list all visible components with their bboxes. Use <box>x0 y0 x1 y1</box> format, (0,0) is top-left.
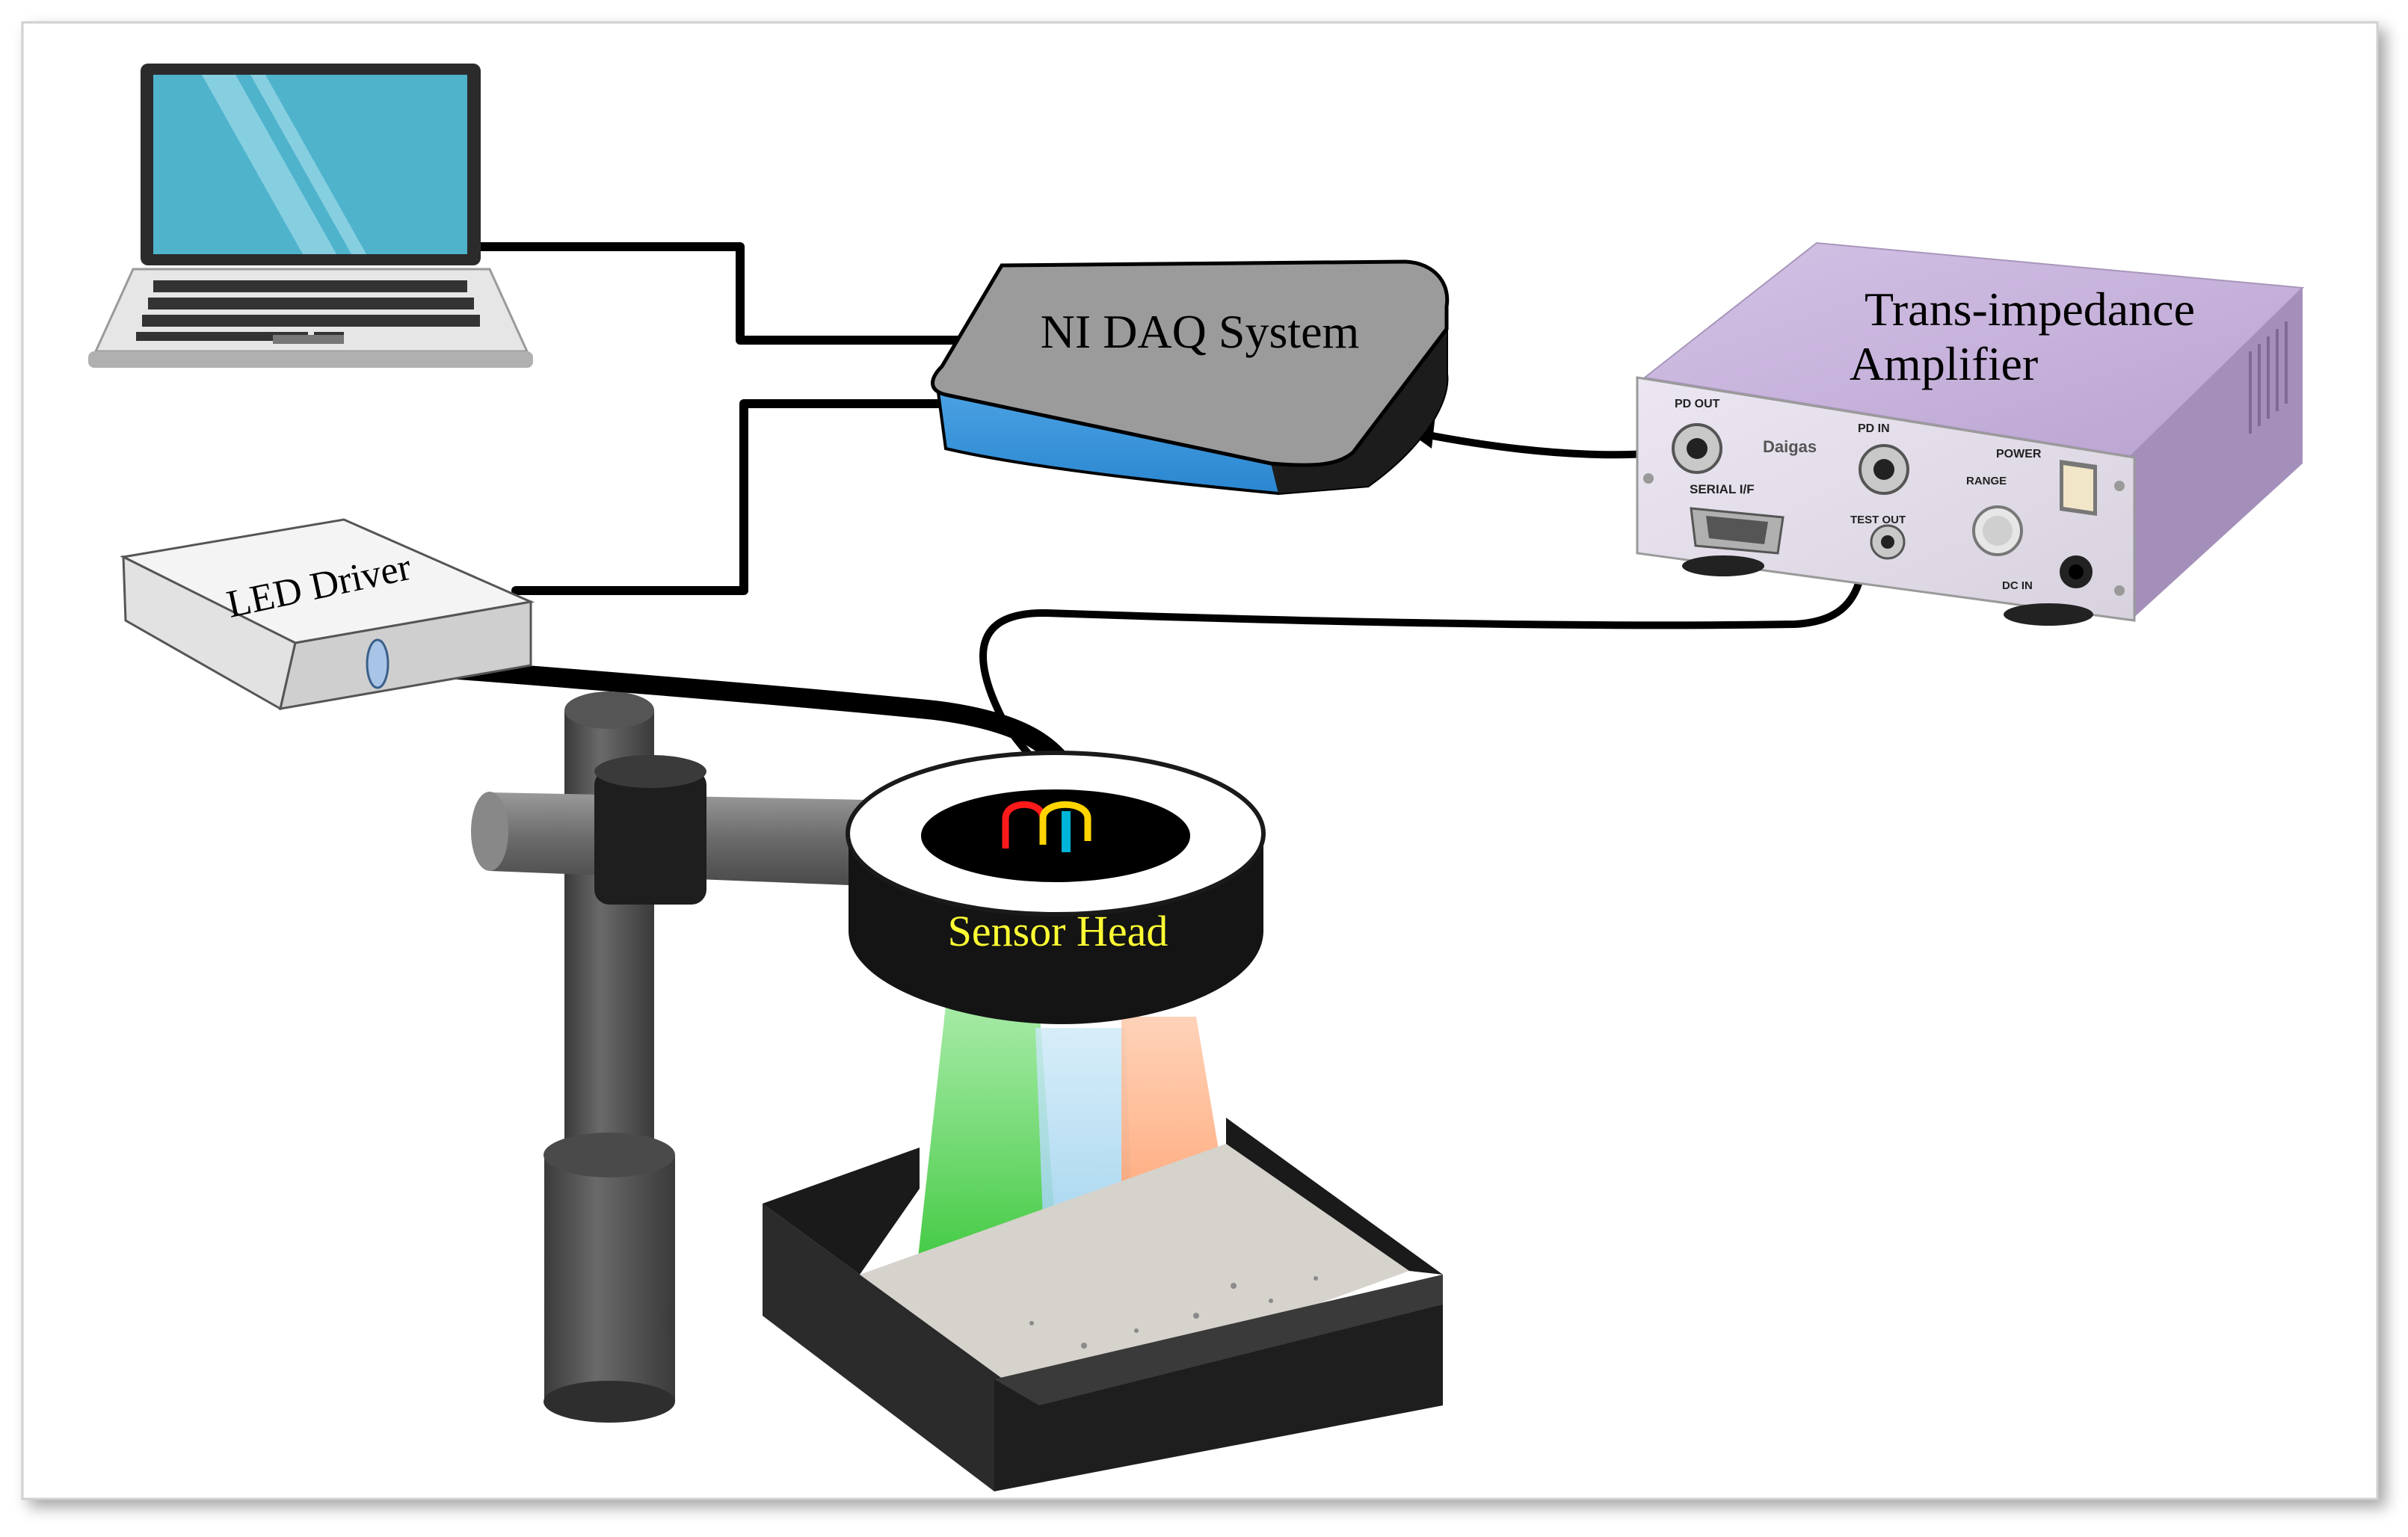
tia-label-line1: Trans-impedance <box>1864 283 2195 336</box>
panel-brand: Daigas <box>1763 437 1817 456</box>
panel-test-out: TEST OUT <box>1850 514 1906 526</box>
laptop-base-edge <box>88 351 533 368</box>
nidaq-label: NI DAQ System <box>1041 305 1360 358</box>
led-driver-port <box>366 638 389 689</box>
stand-pole-top <box>564 692 654 729</box>
panel-pd-in: PD IN <box>1858 422 1890 435</box>
stand-clamp-top <box>594 755 706 788</box>
sensor-head: Sensor Head <box>846 751 1266 1024</box>
laptop-trackpad <box>273 335 344 344</box>
panel-pd-out: PD OUT <box>1675 398 1720 410</box>
panel-serial: SERIAL I/F <box>1690 482 1755 496</box>
led-driver-box: LED Driver <box>120 518 535 711</box>
led-fiber-cable <box>390 656 1086 798</box>
tray-floor <box>860 1144 1409 1405</box>
cables <box>390 242 1869 798</box>
tia-foot-right <box>2004 603 2093 626</box>
panel-dc-in: DC IN <box>2002 579 2033 592</box>
laptop <box>88 64 533 368</box>
tray-front-rim <box>994 1275 1443 1405</box>
screw <box>2114 585 2125 596</box>
laptop-screen-glare <box>202 75 336 254</box>
tia-foot-left <box>1682 555 1764 576</box>
sample-tray <box>763 1118 1443 1491</box>
sensor-head-label: Sensor Head <box>948 907 1168 955</box>
tray-back-right-wall <box>1226 1118 1443 1275</box>
nidaq-box: NI DAQ System <box>931 259 1450 496</box>
led-driver-front <box>279 600 532 710</box>
stand-arm-end <box>471 792 508 871</box>
stand-base-sleeve-top <box>544 1133 675 1177</box>
stand <box>471 692 867 1423</box>
daq-led-driver-cable <box>511 399 946 595</box>
panel-power: POWER <box>1996 448 2042 461</box>
bnc-test-out <box>1870 524 1906 560</box>
tia-front-panel <box>1636 376 2136 622</box>
stand-base-sleeve-bottom <box>544 1381 675 1423</box>
bnc-pd-in <box>1859 444 1909 495</box>
serial-port <box>1690 507 1785 555</box>
range-knob <box>1972 505 2023 556</box>
led-lead-yellow <box>1039 801 1091 845</box>
dc-in-jack <box>2060 555 2093 588</box>
bnc-pd-out <box>1672 423 1722 474</box>
stand-base-sleeve <box>544 1155 675 1402</box>
power-switch <box>2060 460 2097 516</box>
tray-back-left-wall <box>763 1148 920 1275</box>
tray-front-left-wall <box>763 1204 994 1491</box>
laptop-screen-glare-2 <box>250 75 366 254</box>
laptop-daq-cable <box>474 242 976 345</box>
tia-label-line2: Amplifier <box>1850 337 2038 390</box>
nidaq-top <box>931 259 1450 467</box>
nidaq-right-side <box>1271 329 1447 493</box>
laptop-keys <box>136 280 480 341</box>
sensor-head-aperture <box>921 789 1190 882</box>
tia-vents <box>2249 321 2288 434</box>
led-lead-cyan <box>1062 811 1071 852</box>
stand-clamp <box>594 770 706 905</box>
screw <box>1643 473 1654 484</box>
tia-box: Trans-impedance Amplifier PD OUT PD IN P… <box>1636 241 2305 626</box>
screw <box>2114 481 2125 491</box>
panel-range: RANGE <box>1966 475 2007 487</box>
